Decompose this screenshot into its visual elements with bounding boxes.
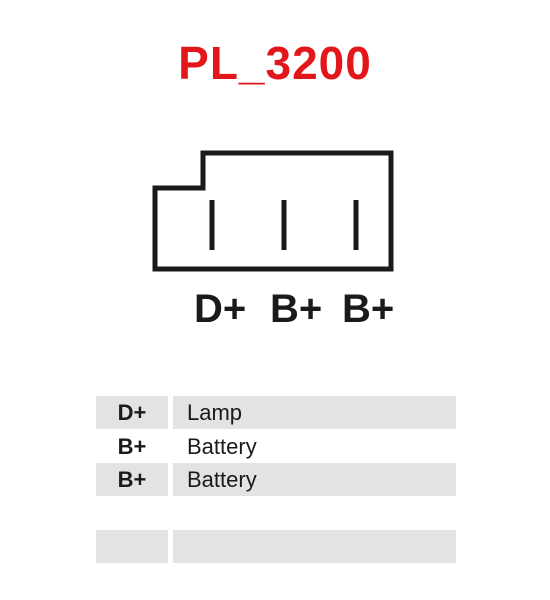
description-cell: Battery bbox=[173, 463, 456, 496]
pin-table-row: D+ Lamp bbox=[96, 396, 456, 429]
empty-pin-cell bbox=[96, 530, 168, 563]
pin-cell: D+ bbox=[96, 396, 168, 429]
pin-label-b-plus-1: B+ bbox=[270, 287, 323, 331]
pin-cell: B+ bbox=[96, 463, 168, 496]
description-cell: Battery bbox=[187, 434, 257, 459]
empty-table-row bbox=[96, 530, 456, 563]
pin-table-row: B+ Battery bbox=[96, 463, 456, 496]
pin-table-row: B+ Battery bbox=[96, 430, 456, 463]
pin-label-b-plus-2: B+ bbox=[342, 287, 395, 331]
pin-cell: B+ bbox=[117, 434, 147, 459]
empty-description-cell bbox=[173, 530, 456, 563]
connector-outline bbox=[152, 150, 394, 272]
page-title: PL_3200 bbox=[178, 37, 372, 89]
pin-label-d-plus: D+ bbox=[194, 287, 247, 331]
description-cell: Lamp bbox=[173, 396, 456, 429]
connector-plug-diagram bbox=[152, 150, 394, 272]
